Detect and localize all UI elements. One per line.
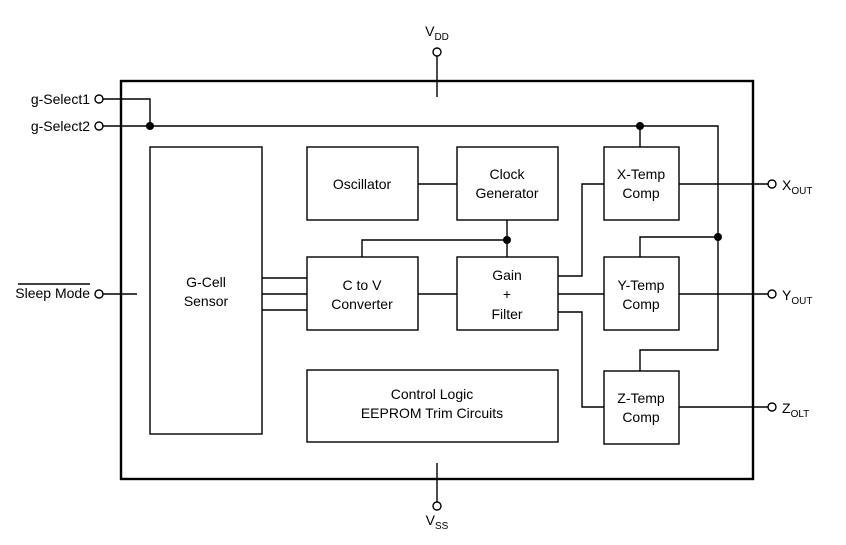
svg-text:Converter: Converter [331,296,393,312]
svg-text:Generator: Generator [475,185,538,201]
vdd-label: VDD [425,23,449,43]
svg-text:Gain: Gain [492,267,522,283]
vdd-pin: VDD [425,23,449,97]
svg-text:Comp: Comp [622,296,660,312]
oscillator-block: Oscillator [306,146,419,221]
sensor-bus [262,277,307,311]
svg-text:Sensor: Sensor [184,293,229,309]
yout-terminal [767,289,777,299]
g-select1-terminal [94,94,104,104]
svg-text:C to V: C to V [343,277,383,293]
gcell-sensor-block: G-Cell Sensor [149,146,263,435]
sleep-mode-pin: Sleep Mode [15,283,137,301]
control-logic-block: Control Logic EEPROM Trim Circuits [306,369,559,443]
svg-text:Z-Temp: Z-Temp [617,390,665,406]
zout-label: ZOLT [782,400,809,420]
svg-text:Control Logic: Control Logic [391,386,474,402]
y-temp-comp-block: Y-Temp Comp [603,256,680,331]
xout-pin: XOUT [679,177,812,197]
svg-text:EEPROM Trim Circuits: EEPROM Trim Circuits [361,405,503,421]
vdd-terminal [432,47,442,57]
g-select2-pin: g-Select2 [31,118,722,371]
svg-text:Clock: Clock [489,166,525,182]
gain-output-wires [558,183,604,408]
g-select1-pin: g-Select1 [31,91,151,126]
svg-text:Comp: Comp [622,185,660,201]
vss-pin: VSS [426,463,449,532]
c-to-v-converter-block: C to V Converter [306,256,419,331]
z-temp-comp-block: Z-Temp Comp [603,370,680,445]
svg-text:X-Temp: X-Temp [617,166,665,182]
clock-generator-block: Clock Generator [456,146,559,221]
svg-text:+: + [503,286,511,302]
junction-xtemp [636,122,644,130]
yout-label: YOUT [782,287,812,307]
zout-terminal [767,402,777,412]
svg-text:Comp: Comp [622,409,660,425]
clock-bus [361,220,511,257]
junction-clock [503,236,511,244]
junction-ytemp [714,233,722,241]
xout-label: XOUT [782,177,812,197]
yout-pin: YOUT [679,287,812,307]
sleep-mode-label: Sleep Mode [15,285,90,301]
svg-text:Oscillator: Oscillator [333,176,392,192]
g-select1-label: g-Select1 [31,91,90,107]
vss-label: VSS [426,512,449,532]
junction-gselect [146,122,154,130]
g-select2-label: g-Select2 [31,118,90,134]
g-select2-terminal [94,121,104,131]
gain-filter-block: Gain + Filter [456,256,559,331]
zout-pin: ZOLT [679,400,809,420]
vss-terminal [432,501,442,511]
sleep-mode-terminal [94,289,104,299]
svg-text:Filter: Filter [491,306,522,322]
svg-text:G-Cell: G-Cell [186,274,226,290]
x-temp-comp-block: X-Temp Comp [603,146,680,221]
xout-terminal [767,179,777,189]
svg-text:Y-Temp: Y-Temp [618,277,665,293]
